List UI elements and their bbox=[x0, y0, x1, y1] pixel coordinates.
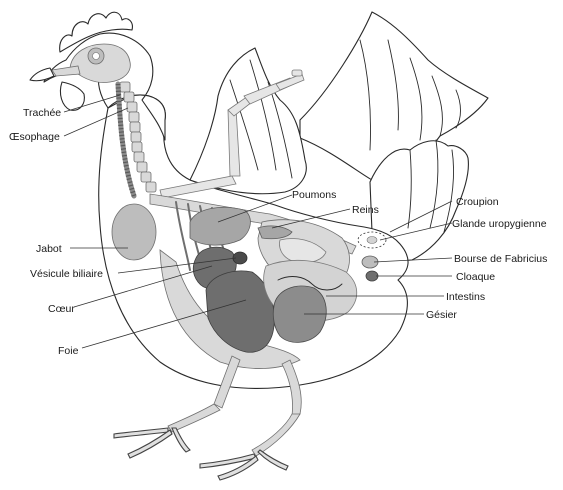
label-foie: Foie bbox=[58, 345, 79, 357]
wattle bbox=[59, 81, 85, 111]
organ-glande bbox=[357, 231, 387, 249]
beak bbox=[29, 67, 55, 82]
eye-icon bbox=[92, 52, 100, 60]
comb bbox=[59, 11, 133, 53]
legs bbox=[167, 355, 302, 457]
label-poumons: Poumons bbox=[292, 189, 336, 201]
jaw bbox=[51, 65, 81, 77]
organ-gesier bbox=[272, 285, 327, 343]
feet bbox=[113, 427, 289, 481]
organ-foie bbox=[205, 270, 275, 353]
front-wing bbox=[189, 47, 307, 195]
label-intestins: Intestins bbox=[446, 291, 485, 303]
organ-jabot bbox=[111, 203, 157, 261]
label-reins: Reins bbox=[352, 204, 379, 216]
label-cloaque: Cloaque bbox=[456, 271, 495, 283]
label-bourse-de-fabricius: Bourse de Fabricius bbox=[454, 253, 547, 265]
neck-vertebrae bbox=[119, 81, 157, 193]
leader-lines bbox=[63, 94, 453, 349]
label-oesophage: Œsophage bbox=[9, 131, 60, 143]
sternum bbox=[159, 249, 301, 369]
organ-reins bbox=[257, 225, 293, 240]
label-coeur: Cœur bbox=[48, 303, 75, 315]
label-glande-uropygienne: Glande uropygienne bbox=[452, 218, 547, 230]
label-croupion: Croupion bbox=[456, 196, 499, 208]
label-trachee: Trachée bbox=[23, 107, 61, 119]
tail-feather-lines bbox=[407, 139, 454, 233]
label-gesier: Gésier bbox=[426, 309, 457, 321]
organ-glande-core bbox=[366, 236, 378, 244]
label-jabot: Jabot bbox=[36, 243, 62, 255]
back-wing-feather-lines bbox=[359, 39, 461, 151]
organ-poumons bbox=[189, 206, 251, 246]
label-vesicule-biliaire: Vésicule biliaire bbox=[30, 268, 103, 280]
wing-bones bbox=[159, 69, 305, 199]
